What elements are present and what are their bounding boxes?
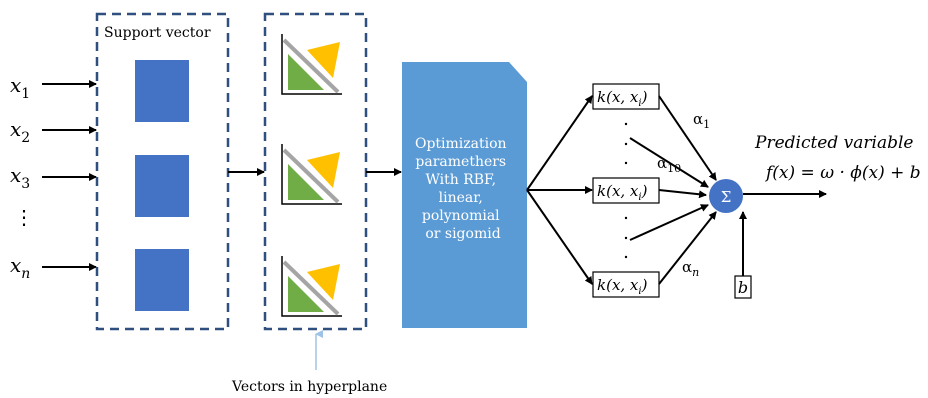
- output-formula: f(x) = ω · ϕ(x) + b: [764, 163, 921, 183]
- svg-text:xn: xn: [10, 253, 30, 282]
- input-x3: x3: [10, 163, 30, 192]
- weight-a10: α10: [657, 154, 681, 175]
- svg-text:x3: x3: [10, 163, 30, 192]
- support-vector-square-2: [135, 155, 189, 217]
- arrow-to-kernel-1: [526, 95, 593, 191]
- sum-symbol: Σ: [721, 188, 732, 206]
- input-dots: ⋮: [14, 205, 34, 229]
- hyperplane-box: [263, 12, 368, 331]
- bias-label: b: [738, 278, 748, 297]
- support-vector-label: Support vector: [104, 25, 211, 41]
- svg-text:k(x, xi): k(x, xi): [597, 88, 648, 109]
- arrow-mid-lower-to-sum: [629, 204, 709, 241]
- optimization-text: Optimization paramethers With RBF, linea…: [415, 136, 511, 242]
- support-vector-square-1: [135, 60, 189, 122]
- arrow-mid-to-sum: [629, 137, 709, 188]
- hyperplane-icon-2: [281, 144, 342, 205]
- arrow-to-kernel-3: [526, 189, 593, 285]
- weight-an: αn: [682, 258, 699, 279]
- arrow-kernel-3-to-sum: [658, 211, 717, 285]
- arrow-kernel-2-to-sum: [658, 189, 707, 199]
- kernel-box-3: k(x, xi): [592, 271, 660, 298]
- svg-text:x1: x1: [10, 73, 30, 102]
- svg-text:x2: x2: [10, 117, 30, 146]
- kernel-box-1: k(x, xi): [592, 83, 660, 110]
- kernel-dots-upper: [624, 122, 628, 165]
- kernel-dots-lower: [624, 216, 628, 259]
- kernel-box-2: k(x, xi): [592, 177, 660, 204]
- arrow-kernel-1-to-sum: [658, 95, 717, 181]
- predicted-variable-title: Predicted variable: [754, 133, 913, 153]
- optimization-block: [402, 62, 527, 328]
- support-vector-square-3: [135, 249, 189, 311]
- weight-a1: α1: [693, 110, 710, 131]
- hyperplane-icon-1: [281, 34, 342, 95]
- svg-text:k(x, xi): k(x, xi): [597, 276, 648, 297]
- svg-text:k(x, xi): k(x, xi): [597, 182, 648, 203]
- hyperplane-label: Vectors in hyperplane: [231, 379, 387, 395]
- input-x2: x2: [10, 117, 30, 146]
- hyperplane-icon-3: [281, 256, 342, 317]
- input-x1: x1: [10, 73, 30, 102]
- input-xn: xn: [10, 253, 30, 282]
- sum-node: [709, 179, 743, 213]
